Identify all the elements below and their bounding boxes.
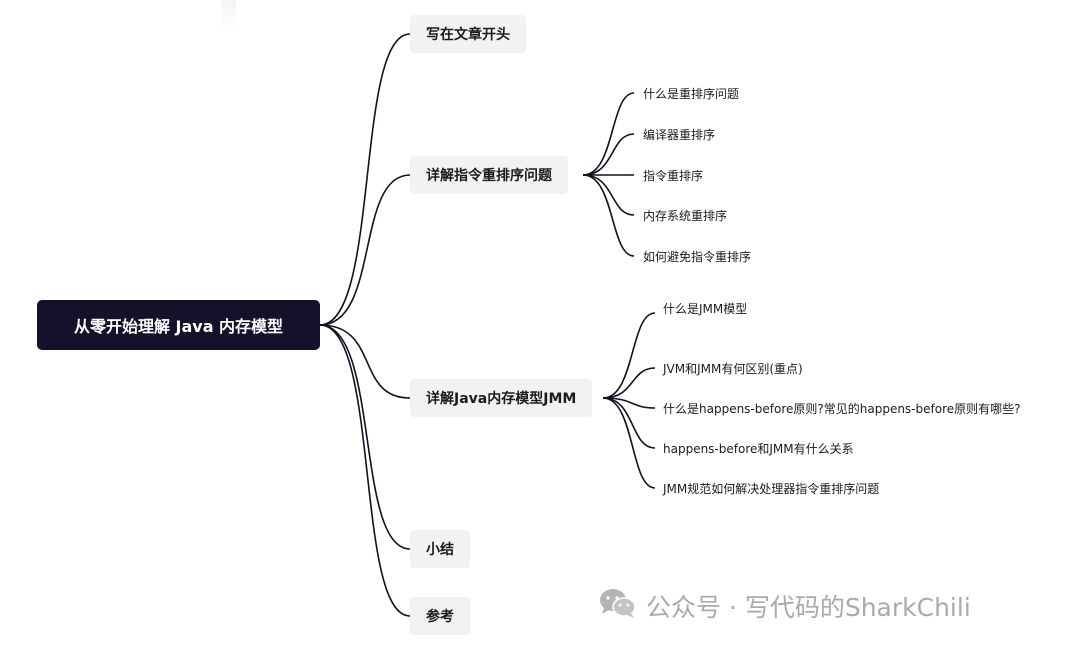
- branch-label: 详解指令重排序问题: [426, 168, 552, 184]
- branch-node-intro[interactable]: 写在文章开头: [410, 15, 526, 53]
- leaf-label: 如何避免指令重排序: [643, 249, 752, 264]
- faint-shadow: [222, 0, 236, 32]
- leaf-label: JVM和JMM有何区别(重点): [663, 361, 803, 376]
- wechat-icon: [598, 587, 638, 625]
- link-b2-l2: [602, 397, 656, 409]
- branch-label: 详解Java内存模型JMM: [426, 391, 577, 407]
- link-b2-l0: [602, 312, 656, 399]
- link-root-b4: [319, 324, 411, 617]
- leaf-label: 指令重排序: [643, 168, 704, 183]
- branch-node-reorder[interactable]: 详解指令重排序问题: [410, 156, 568, 194]
- leaf-node[interactable]: 内存系统重排序: [643, 205, 727, 225]
- leaf-label: JMM规范如何解决处理器指令重排序问题: [663, 481, 880, 496]
- leaf-node[interactable]: 什么是重排序问题: [643, 83, 739, 103]
- leaf-node[interactable]: 什么是happens-before原则?常见的happens-before原则有…: [663, 398, 1021, 418]
- branch-node-summary[interactable]: 小结: [410, 530, 470, 568]
- link-b1-l4: [582, 174, 635, 257]
- branch-node-references[interactable]: 参考: [410, 597, 470, 635]
- leaf-node[interactable]: 什么是JMM模型: [663, 298, 747, 318]
- leaf-node[interactable]: 如何避免指令重排序: [643, 246, 751, 266]
- leaf-node[interactable]: 编译器重排序: [643, 124, 715, 144]
- leaf-node[interactable]: JMM规范如何解决处理器指令重排序问题: [663, 478, 879, 498]
- link-b2-l3: [602, 397, 656, 449]
- link-b1-l3: [582, 174, 635, 216]
- branch-label: 小结: [426, 542, 454, 558]
- branch-node-jmm[interactable]: 详解Java内存模型JMM: [410, 379, 593, 417]
- branch-label: 写在文章开头: [426, 27, 510, 43]
- link-b1-l1: [582, 133, 635, 176]
- watermark: 公众号 · 写代码的SharkChili: [598, 588, 971, 624]
- link-root-b2: [319, 324, 411, 399]
- root-label: 从零开始理解 Java 内存模型: [73, 317, 284, 336]
- leaf-label: 编译器重排序: [643, 127, 716, 142]
- link-b1-l0: [582, 92, 635, 176]
- leaf-label: 什么是JMM模型: [663, 301, 748, 316]
- branch-label: 参考: [426, 609, 454, 625]
- link-root-b3: [319, 324, 411, 550]
- link-root-b1: [319, 174, 411, 326]
- link-b2-l1: [602, 367, 656, 399]
- watermark-text: 公众号 · 写代码的SharkChili: [646, 593, 971, 622]
- root-node[interactable]: 从零开始理解 Java 内存模型: [37, 300, 320, 350]
- leaf-label: 什么是happens-before原则?常见的happens-before原则有…: [663, 401, 1021, 416]
- leaf-label: 什么是重排序问题: [643, 86, 740, 101]
- link-b2-l4: [602, 397, 656, 489]
- link-root-b0: [319, 33, 411, 326]
- leaf-node[interactable]: JVM和JMM有何区别(重点): [663, 358, 803, 378]
- leaf-label: happens-before和JMM有什么关系: [663, 441, 854, 456]
- leaf-node[interactable]: happens-before和JMM有什么关系: [663, 438, 854, 458]
- leaf-label: 内存系统重排序: [643, 208, 728, 223]
- leaf-node[interactable]: 指令重排序: [643, 165, 703, 185]
